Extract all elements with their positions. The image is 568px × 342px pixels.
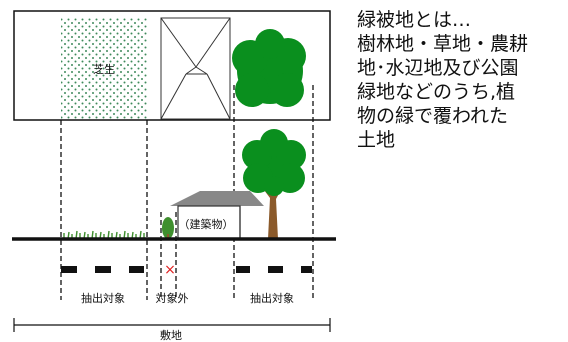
excluded-label: 対象外 <box>156 291 189 305</box>
building-roof-plan <box>160 17 231 120</box>
definition-text: 緑被地とは… 樹林地・草地・農耕 地･水辺地及び公園 緑地などのうち,植 物の緑… <box>357 8 567 152</box>
tree-section <box>242 129 306 239</box>
exclusion-mark: × <box>164 262 176 278</box>
green-coverage-diagram: 芝生 <box>12 10 336 342</box>
building-section <box>170 191 264 240</box>
tree-canopy-plan <box>232 29 306 107</box>
definition-line: 地･水辺地及び公園 <box>357 57 519 79</box>
building-label: （建築物） <box>179 217 234 231</box>
definition-line: 緑被地とは… <box>357 9 472 31</box>
shrub <box>162 217 174 239</box>
definition-line: 土地 <box>357 129 396 151</box>
extracted-label-left: 抽出対象 <box>81 291 125 305</box>
definition-line: 緑地などのうち,植 <box>357 81 516 103</box>
extraction-bar-right <box>236 266 312 273</box>
definition-line: 樹林地・草地・農耕 <box>357 33 529 55</box>
definition-line: 物の緑で覆われた <box>357 105 509 127</box>
site-label: 敷地 <box>160 328 182 342</box>
site-dimension <box>13 318 331 332</box>
lawn-area <box>61 18 147 119</box>
lawn-label: 芝生 <box>93 62 115 76</box>
extraction-bar-left <box>61 266 144 273</box>
extracted-label-right: 抽出対象 <box>250 291 294 305</box>
